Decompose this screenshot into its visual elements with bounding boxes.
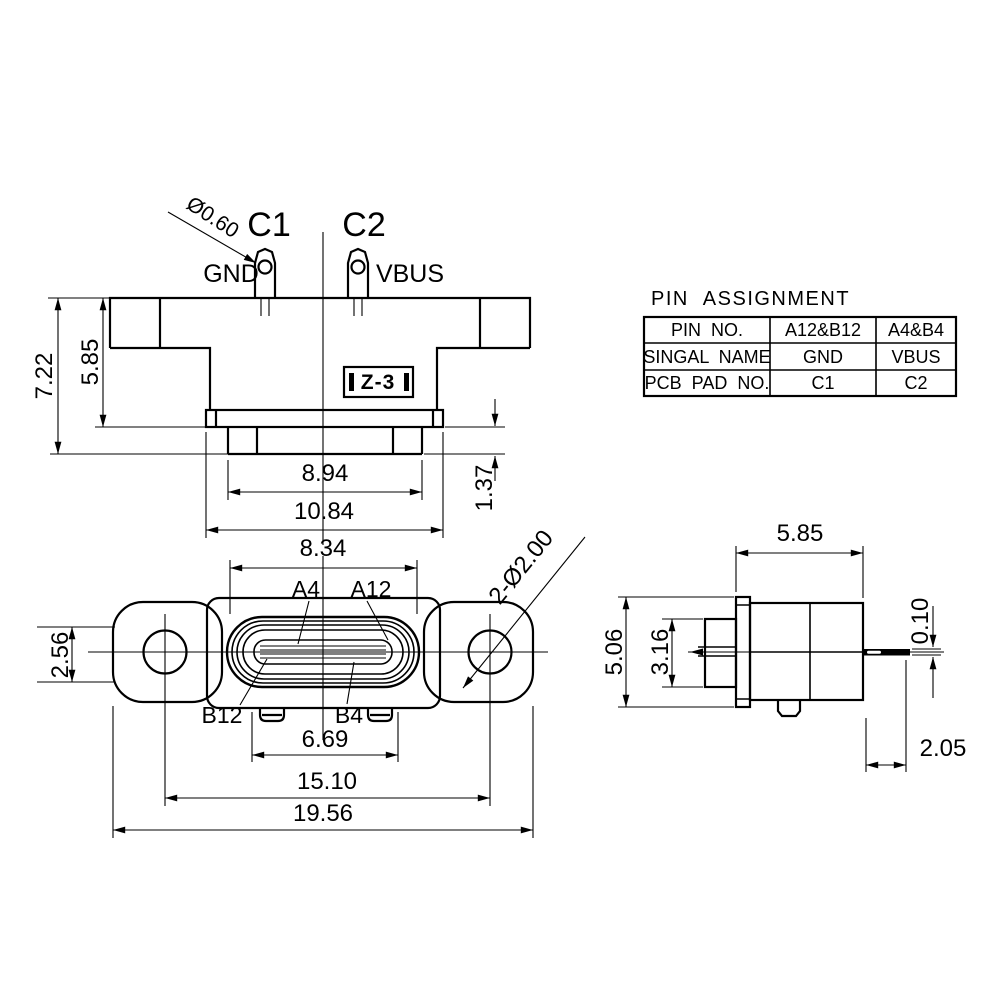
dim-6-69: 6.69 [302,726,349,753]
logo-bar-right [404,373,409,391]
label-gnd: GND [203,260,259,288]
dim-8-94: 8.94 [302,460,349,487]
pin-hidden-lines [260,298,363,316]
side-flange-caps [736,604,750,700]
dim-10-84: 10.84 [294,498,354,525]
cell-gnd: GND [803,347,843,367]
top-view: 8.34 A4 A12 B12 B4 2.56 6.69 15.10 19.56… [37,525,586,838]
dim-2-05: 2.05 [920,735,967,762]
cell-signal-name: SINGAL NAME [643,347,770,367]
label-a4: A4 [292,576,320,602]
dim-0-10: 0.10 [907,598,934,645]
dim-3-16: 3.16 [647,629,674,676]
top-extension-lines [37,556,548,838]
label-c1: C1 [247,206,290,244]
pin-hole-leader [167,211,257,264]
table-border [642,315,958,398]
side-pin [863,649,910,656]
dim-5-06: 5.06 [601,629,628,676]
side-pin-highlight [867,650,881,654]
mount-hole-leader [462,536,586,689]
dim-8-34: 8.34 [300,535,347,562]
pin-assignment-table: PIN ASSIGNMENT PIN NO. A12&B12 A4&B4 SIN… [642,288,958,398]
front-solder-legs [226,427,424,456]
label-vbus: VBUS [376,260,444,288]
front-extension-lines [48,232,505,545]
dim-19-56: 19.56 [293,800,353,827]
dim-7-22: 7.22 [31,353,58,400]
cell-a12b12: A12&B12 [785,320,861,340]
cell-c2: C2 [904,373,927,393]
label-c2: C2 [342,206,385,244]
cell-c1: C1 [811,373,834,393]
cell-a4b4: A4&B4 [888,320,944,340]
side-body-divider [750,603,863,700]
label-b12: B12 [202,702,243,728]
dim-5-85: 5.85 [77,339,104,386]
side-plug [703,617,738,689]
dim-5-85-side: 5.85 [777,520,824,547]
dim-2-56: 2.56 [47,632,74,679]
right-solder-tab [366,708,394,723]
table-title: PIN ASSIGNMENT [651,288,850,310]
left-solder-tab [258,708,286,723]
logo-box [342,365,415,399]
dim-1-37: 1.37 [471,465,498,512]
side-plug-notch [698,646,736,657]
label-a12: A12 [351,576,392,602]
c2-pin-hole [350,259,366,275]
front-base-plate [204,408,445,429]
side-extension-lines [618,546,944,772]
side-bottom-tab [776,700,802,718]
logo-text: Z-3 [361,371,396,394]
pin-leader-lines [239,600,389,706]
label-b4: B4 [335,702,363,728]
logo-bar-left [349,373,354,391]
front-body-outline [108,296,532,410]
c1-pin-hole [257,259,273,275]
cell-pin-no: PIN NO. [671,320,743,340]
cell-pcb-pad-no: PCB PAD NO. [645,373,770,393]
front-view: Z-3 C1 C2 GND VBUS Ø0.60 7.22 5.85 8.94 … [31,192,532,545]
c2-pin [346,247,370,298]
side-view: 5.85 5.06 3.16 0.10 2.05 [601,520,966,772]
table-grid [644,317,956,396]
dim-15-10: 15.10 [297,768,357,795]
cell-vbus: VBUS [891,347,940,367]
front-base-plate-caps [214,410,435,427]
